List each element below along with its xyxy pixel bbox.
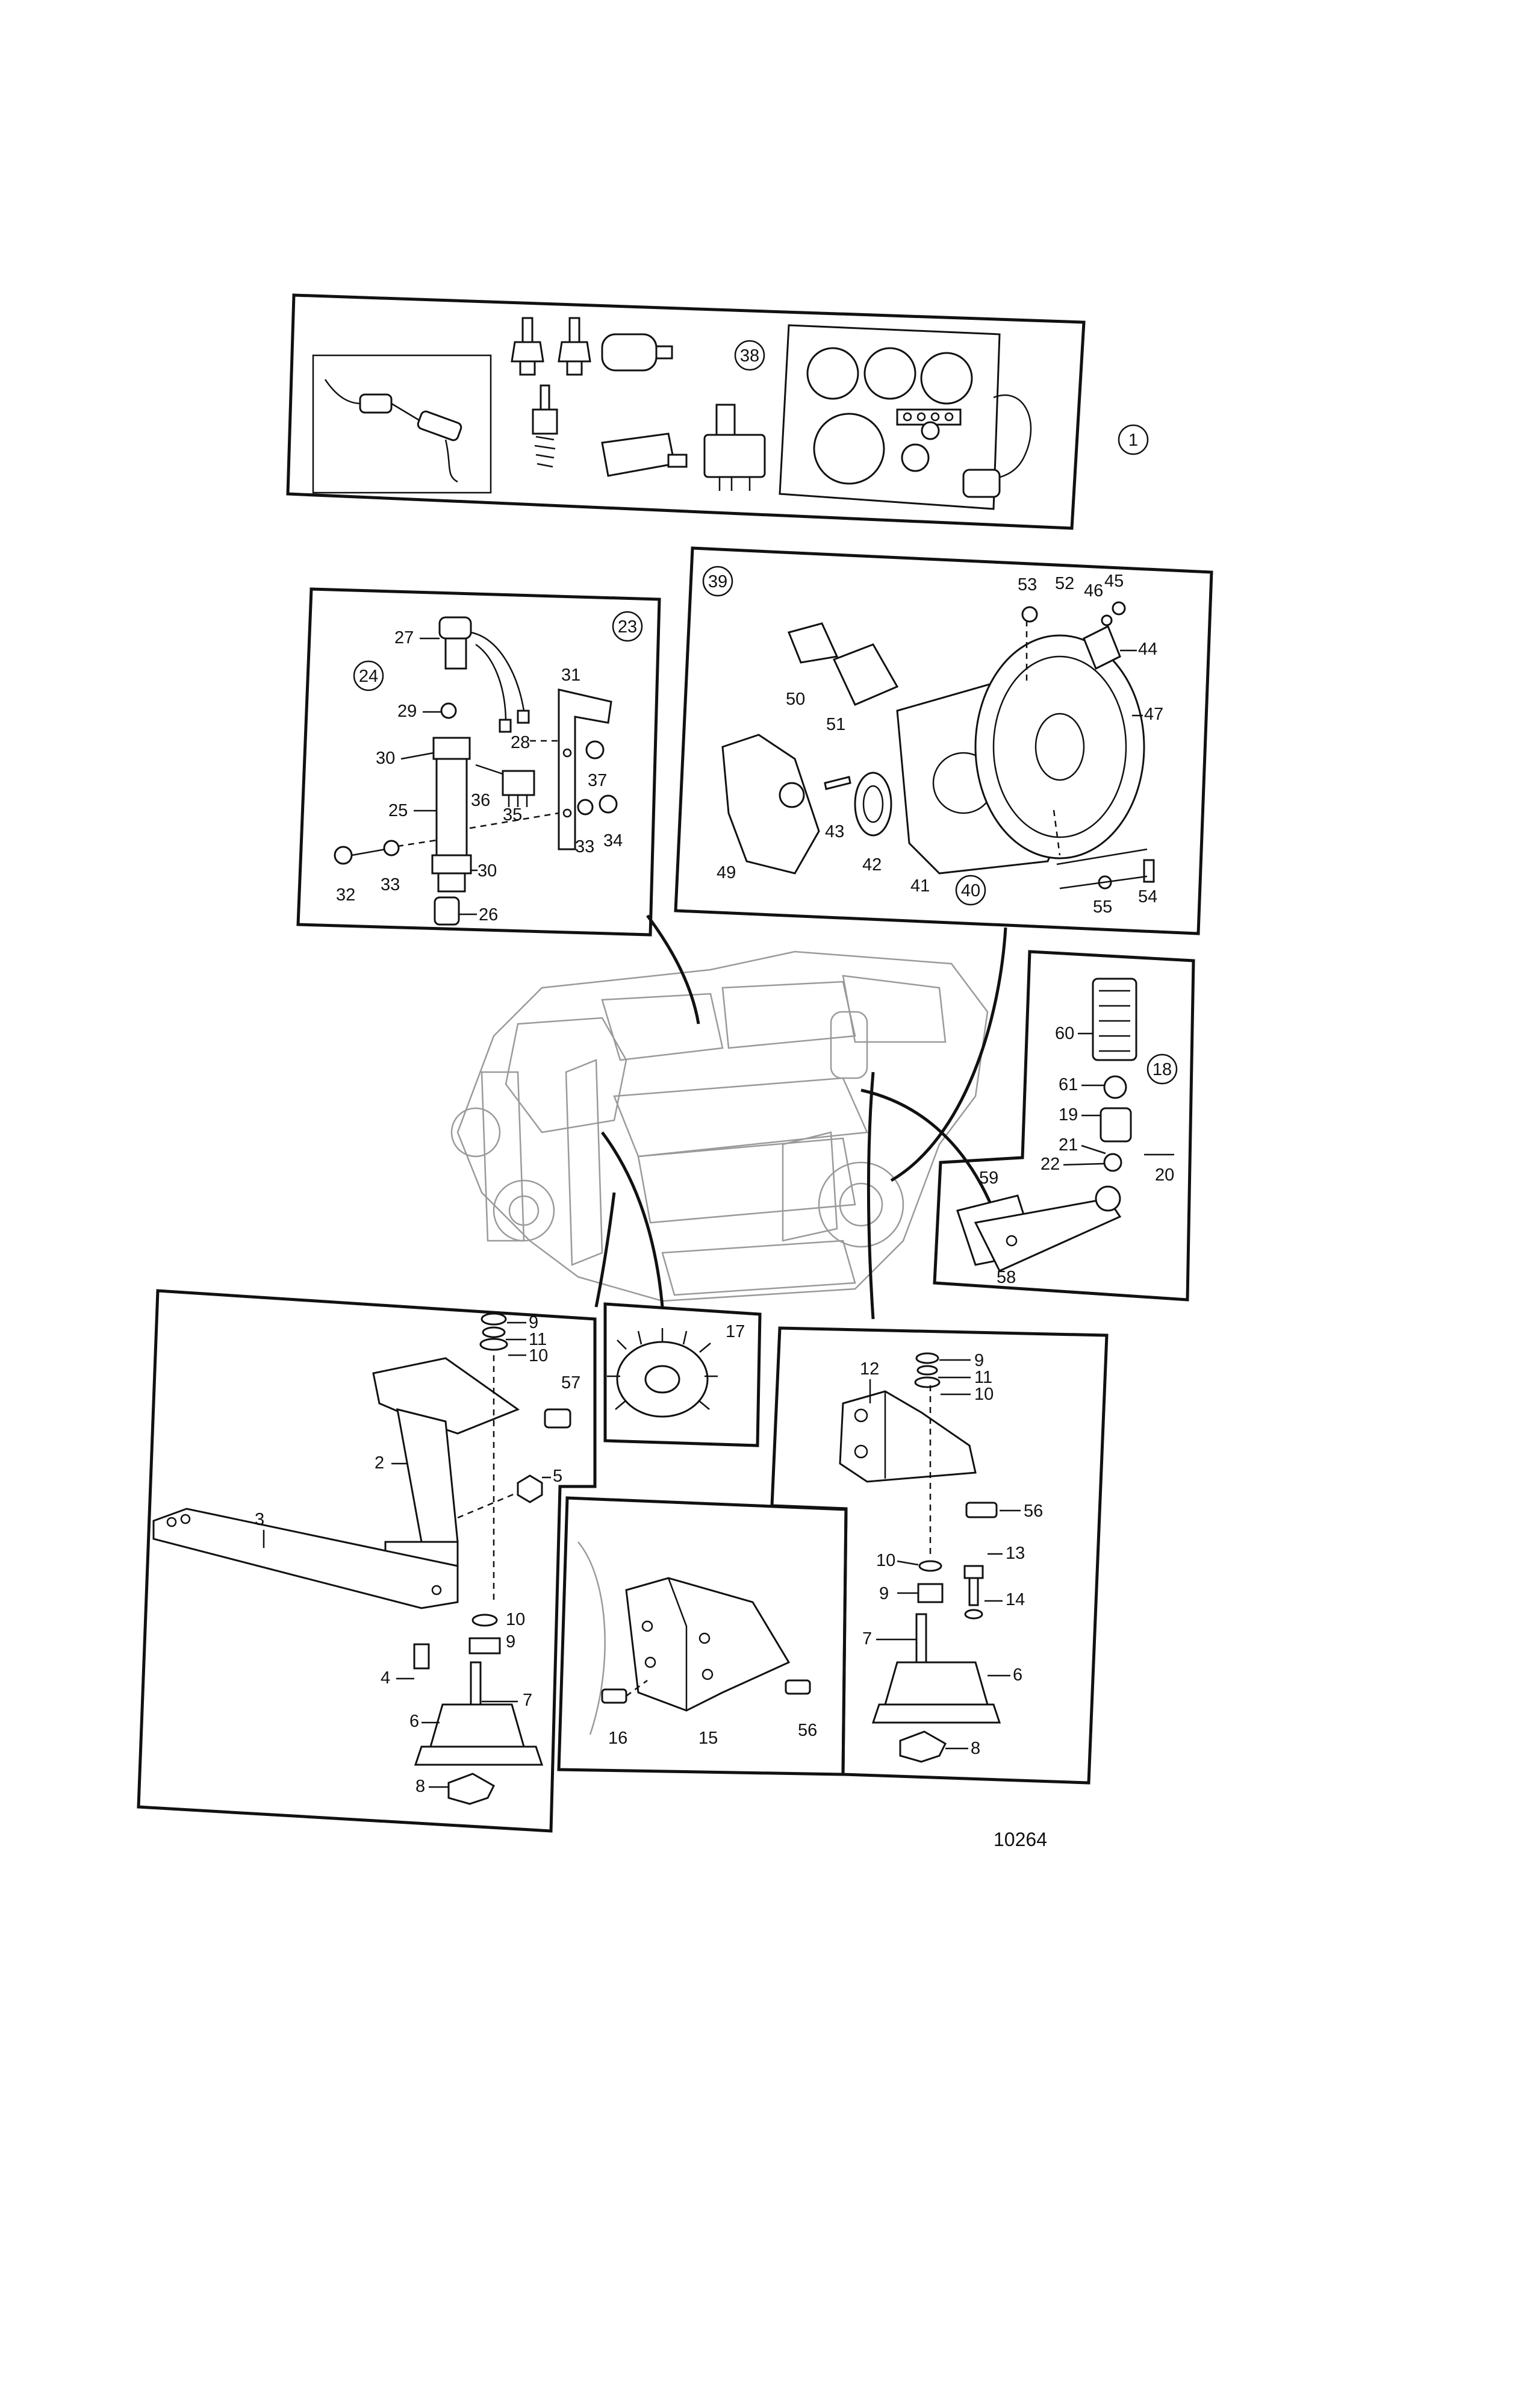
flywheel-housing-labels: 39 40 53 52 46 45 44 47 50 51 43 42 41 4… (702, 566, 1163, 917)
label-33-left: 33 (381, 875, 400, 894)
label-37: 37 (588, 771, 607, 790)
label-8-r: 8 (971, 1739, 980, 1758)
label-6: 6 (409, 1712, 419, 1731)
sensor-kit-labels: 23 24 27 29 30 28 31 37 36 35 25 33 34 3… (336, 611, 643, 925)
label-12: 12 (860, 1359, 879, 1379)
label-7: 7 (523, 1691, 532, 1710)
label-9-top: 9 (529, 1313, 538, 1332)
label-25: 25 (388, 801, 408, 820)
label-52: 52 (1055, 574, 1074, 593)
leader-lines (594, 914, 1007, 1320)
callout-39: 39 (708, 572, 727, 591)
label-10-rtop: 10 (974, 1385, 994, 1404)
label-42: 42 (862, 855, 882, 875)
label-22: 22 (1041, 1155, 1060, 1174)
label-21: 21 (1059, 1135, 1078, 1155)
label-4: 4 (381, 1668, 390, 1688)
label-47: 47 (1144, 705, 1163, 724)
label-54: 54 (1138, 887, 1157, 906)
label-34: 34 (603, 831, 623, 850)
label-59: 59 (979, 1168, 998, 1188)
label-11: 11 (529, 1330, 547, 1349)
label-61: 61 (1059, 1075, 1078, 1094)
label-45: 45 (1104, 572, 1124, 591)
engine-outline (450, 950, 989, 1302)
label-2: 2 (375, 1453, 384, 1473)
label-49: 49 (717, 863, 736, 882)
label-31: 31 (561, 666, 580, 685)
callout-38: 38 (740, 346, 759, 366)
label-15: 15 (698, 1729, 718, 1748)
label-17: 17 (726, 1322, 745, 1341)
label-36: 36 (471, 791, 490, 810)
callout-40: 40 (961, 881, 980, 900)
label-7-r: 7 (862, 1629, 872, 1648)
flywheel-housing-box (674, 546, 1213, 935)
instrument-kit-callouts: 38 1 (734, 340, 1149, 455)
label-35: 35 (503, 805, 522, 825)
label-55: 55 (1093, 897, 1112, 917)
label-9-rtop: 9 (974, 1351, 984, 1370)
label-9-bottom: 9 (506, 1632, 515, 1652)
label-26: 26 (479, 905, 498, 925)
label-58: 58 (997, 1268, 1016, 1287)
front-mount-box (137, 1289, 597, 1833)
label-3: 3 (255, 1510, 264, 1529)
label-53: 53 (1018, 575, 1037, 594)
label-10-top: 10 (529, 1346, 548, 1365)
label-20: 20 (1155, 1165, 1174, 1185)
label-5: 5 (553, 1467, 562, 1486)
label-10-bottom: 10 (506, 1610, 525, 1629)
label-33-right: 33 (575, 837, 594, 856)
drawing-number: 10264 (994, 1829, 1047, 1850)
label-50: 50 (786, 690, 805, 709)
callout-1: 1 (1128, 431, 1138, 450)
label-57: 57 (561, 1373, 580, 1393)
label-32: 32 (336, 885, 355, 905)
label-43: 43 (825, 822, 844, 841)
label-56-r: 56 (1024, 1502, 1043, 1521)
instrument-kit-box (286, 293, 1086, 530)
callout-18: 18 (1153, 1060, 1172, 1079)
label-46: 46 (1084, 581, 1103, 600)
label-60: 60 (1055, 1024, 1074, 1043)
label-30-top: 30 (376, 749, 395, 768)
impeller-labels: 17 (726, 1322, 745, 1341)
label-56-bracket: 56 (798, 1721, 817, 1740)
rear-bracket-labels: 16 15 56 (608, 1721, 817, 1748)
label-14: 14 (1006, 1590, 1025, 1609)
label-29: 29 (397, 702, 417, 721)
label-13: 13 (1006, 1544, 1025, 1563)
label-6-r: 6 (1013, 1665, 1022, 1685)
callout-23: 23 (618, 617, 637, 637)
rear-mount-box (770, 1326, 1109, 1785)
label-30-bottom: 30 (478, 861, 497, 881)
label-51: 51 (826, 715, 845, 734)
fuel-filter-labels: 18 60 61 19 21 22 20 59 58 (979, 1024, 1178, 1287)
label-19: 19 (1059, 1105, 1078, 1124)
label-10-rbottom: 10 (876, 1551, 895, 1570)
rear-mount-labels: 9 11 10 12 56 10 13 9 14 7 6 8 (860, 1351, 1043, 1758)
label-28: 28 (511, 733, 530, 752)
impeller-box (603, 1302, 762, 1447)
label-11-r: 11 (974, 1368, 992, 1387)
label-9-rbottom: 9 (879, 1584, 889, 1603)
label-41: 41 (910, 876, 930, 896)
label-27: 27 (394, 628, 414, 647)
fuel-filter-box (933, 950, 1195, 1302)
label-44: 44 (1138, 640, 1157, 659)
label-16: 16 (608, 1729, 627, 1748)
front-mount-labels: 9 11 10 57 2 5 3 10 9 4 7 6 8 (255, 1313, 580, 1796)
callout-24: 24 (359, 667, 378, 686)
sensor-kit-box (296, 587, 661, 937)
label-8: 8 (415, 1777, 425, 1796)
